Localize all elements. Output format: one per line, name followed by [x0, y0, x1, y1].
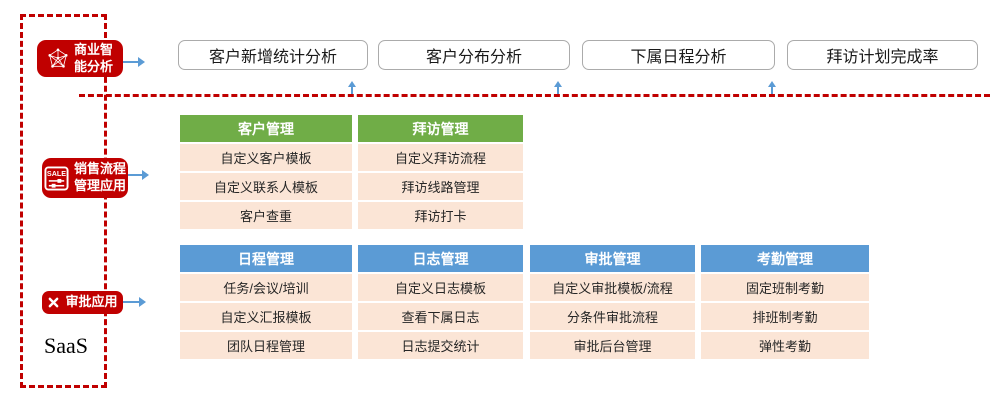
sales-right-arrow: [128, 170, 149, 180]
table-customer-management: 客户管理 自定义客户模板 自定义联系人模板 客户查重: [180, 115, 352, 229]
table-row: 弹性考勤: [701, 332, 869, 359]
up-arrow-2: [554, 81, 562, 94]
table-log-management: 日志管理 自定义日志模板 查看下属日志 日志提交统计: [358, 245, 523, 359]
bi-right-arrow: [123, 57, 145, 67]
table-schedule-management: 日程管理 任务/会议/培训 自定义汇报模板 团队日程管理: [180, 245, 352, 359]
table-header: 拜访管理: [358, 115, 523, 142]
table-row: 自定义审批模板/流程: [530, 274, 695, 301]
table-header: 考勤管理: [701, 245, 869, 272]
table-row: 任务/会议/培训: [180, 274, 352, 301]
up-arrow-3: [768, 81, 776, 94]
saas-dashed-frame: [20, 14, 107, 388]
approval-app-badge: 审批应用: [42, 291, 123, 314]
analysis-box-visit-plan-completion: 拜访计划完成率: [787, 40, 978, 70]
table-row: 拜访打卡: [358, 202, 523, 229]
approval-app-label: 审批应用: [65, 294, 118, 310]
network-icon: [47, 48, 69, 70]
table-attendance-management: 考勤管理 固定班制考勤 排班制考勤 弹性考勤: [701, 245, 869, 359]
table-row: 自定义拜访流程: [358, 144, 523, 171]
table-row: 自定义汇报模板: [180, 303, 352, 330]
table-header: 日志管理: [358, 245, 523, 272]
table-row: 日志提交统计: [358, 332, 523, 359]
table-row: 客户查重: [180, 202, 352, 229]
saas-label: SaaS: [44, 333, 88, 358]
table-row: 固定班制考勤: [701, 274, 869, 301]
table-row: 自定义联系人模板: [180, 173, 352, 200]
table-row: 自定义日志模板: [358, 274, 523, 301]
table-row: 团队日程管理: [180, 332, 352, 359]
bi-label-line1: 商业智: [73, 41, 113, 57]
sale-icon-text: SALE: [47, 169, 66, 178]
bi-analysis-badge: 商业智 能分析: [37, 40, 123, 77]
approval-right-arrow: [123, 297, 146, 307]
analysis-box-customer-distribution: 客户分布分析: [378, 40, 570, 70]
table-header: 客户管理: [180, 115, 352, 142]
table-row: 自定义客户模板: [180, 144, 352, 171]
sale-sliders-icon: SALE: [44, 165, 69, 191]
table-row: 分条件审批流程: [530, 303, 695, 330]
crossed-wrenches-icon: [47, 296, 60, 309]
sales-label-line2: 管理应用: [73, 178, 126, 193]
table-visit-management: 拜访管理 自定义拜访流程 拜访线路管理 拜访打卡: [358, 115, 523, 229]
bi-analysis-label: 商业智 能分析: [74, 42, 113, 76]
sales-label-line1: 销售流程: [73, 161, 126, 177]
table-row: 排班制考勤: [701, 303, 869, 330]
table-row: 拜访线路管理: [358, 173, 523, 200]
analysis-box-new-customer-stats: 客户新增统计分析: [178, 40, 368, 70]
dashed-separator-line: [79, 94, 990, 97]
analysis-box-subordinate-schedule: 下属日程分析: [582, 40, 775, 70]
table-row: 审批后台管理: [530, 332, 695, 359]
sales-process-label: 销售流程 管理应用: [74, 161, 126, 195]
sales-process-badge: SALE 销售流程 管理应用: [42, 158, 128, 198]
bi-label-line2: 能分析: [73, 58, 113, 74]
table-approval-management: 审批管理 自定义审批模板/流程 分条件审批流程 审批后台管理: [530, 245, 695, 359]
table-header: 日程管理: [180, 245, 352, 272]
table-header: 审批管理: [530, 245, 695, 272]
up-arrow-1: [348, 81, 356, 94]
table-row: 查看下属日志: [358, 303, 523, 330]
